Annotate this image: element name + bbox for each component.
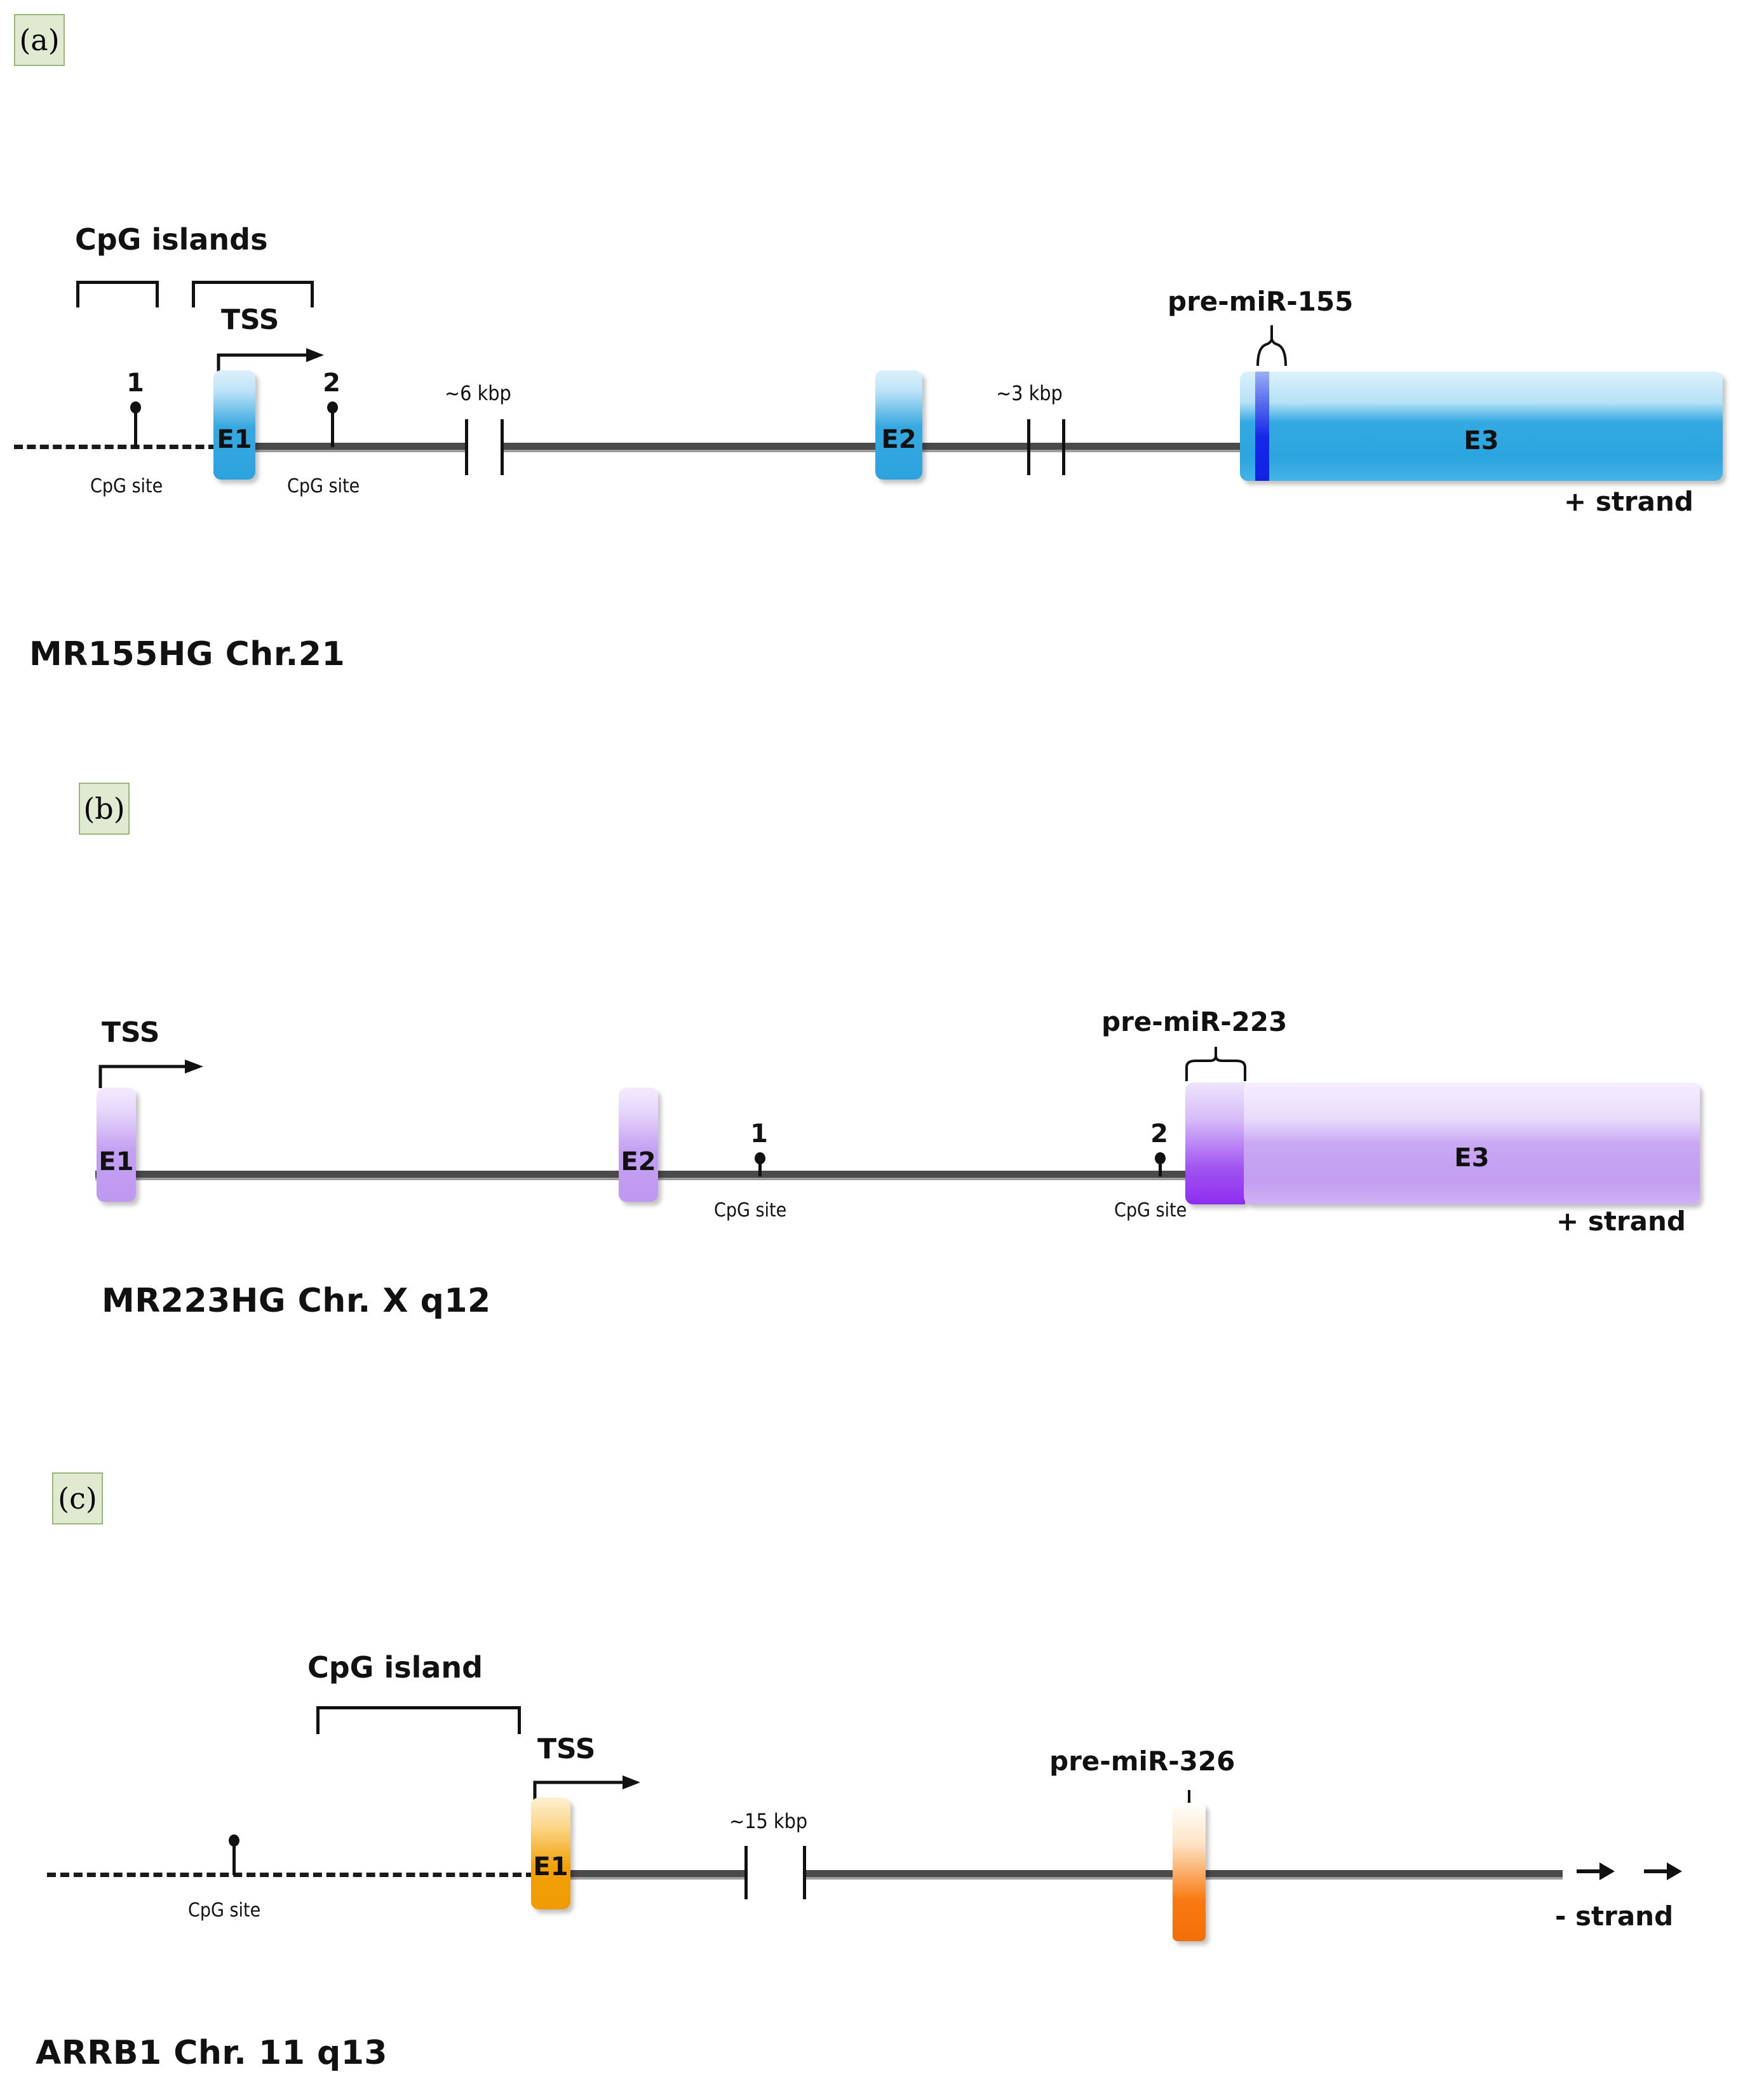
exon-box-a-e1: E1 — [213, 370, 255, 480]
intron-break-tick-a-1b — [501, 419, 504, 475]
cpg-site-caption-b-2: CpG site — [1114, 1199, 1187, 1222]
cpg-island-bracket-c — [316, 1706, 521, 1734]
intron-gap-label-a-1: ~6 kbp — [445, 381, 511, 405]
gene-title-b: MR223HG Chr. X q12 — [102, 1282, 491, 1320]
panel-badge-b-label: (b) — [83, 791, 125, 826]
intron-break-tick-c-a — [744, 1846, 748, 1899]
cpg-island-label-c: CpG island — [307, 1650, 483, 1685]
cpg-site-number-b-1: 1 — [750, 1119, 768, 1148]
intron-gap-label-c: ~15 kbp — [729, 1809, 808, 1833]
exon-label-a-e3: E3 — [1464, 426, 1499, 455]
cpg-site-head-c — [229, 1834, 239, 1847]
tss-label-b: TSS — [102, 1016, 160, 1049]
gene-title-a: MR155HG Chr.21 — [29, 635, 346, 673]
genomic-backbone-c-1 — [532, 1870, 746, 1880]
cpg-site-caption-c: CpG site — [188, 1899, 261, 1922]
exon-box-a-e2: E2 — [875, 370, 922, 480]
exon-label-b-e3: E3 — [1454, 1143, 1490, 1173]
cpg-site-stem-b-1 — [758, 1157, 762, 1176]
cpg-site-head-b-2 — [1155, 1152, 1166, 1164]
pre-mir-155-stripe — [1255, 372, 1269, 481]
cpg-site-caption-b-1: CpG site — [714, 1199, 787, 1222]
cpg-site-caption-a-1: CpG site — [90, 475, 163, 497]
strand-label-a: + strand — [1564, 486, 1693, 517]
pre-mir-brace-b — [1185, 1047, 1246, 1081]
exon-box-b-e2: E2 — [619, 1087, 658, 1202]
panel-badge-b: (b) — [79, 783, 130, 835]
tss-arrow-c — [533, 1775, 640, 1804]
tss-arrow-a — [217, 348, 324, 377]
exon-label-a-e2: E2 — [881, 425, 917, 454]
genomic-backbone-dashed-c — [47, 1873, 535, 1877]
tss-label-c: TSS — [537, 1733, 596, 1765]
genomic-backbone-a-1 — [215, 443, 466, 452]
intron-break-tick-a-2b — [1062, 419, 1065, 475]
pre-mir-326-segment — [1173, 1803, 1206, 1941]
cpg-site-number-a-2: 2 — [323, 368, 340, 398]
exon-label-b-e2: E2 — [621, 1147, 656, 1176]
intron-gap-label-a-2: ~3 kbp — [996, 381, 1063, 405]
cpg-site-stem-b-2 — [1159, 1157, 1162, 1176]
pre-mir-brace-a — [1256, 325, 1287, 367]
strand-arrow-c-2 — [1644, 1862, 1682, 1880]
cpg-site-stem-c — [232, 1840, 236, 1875]
cpg-island-bracket-a-2 — [192, 281, 314, 307]
gene-title-c: ARRB1 Chr. 11 q13 — [36, 2034, 388, 2072]
panel-badge-c-label: (c) — [58, 1481, 97, 1516]
pre-mir-label-c: pre-miR-326 — [1049, 1746, 1235, 1777]
strand-label-b: + strand — [1556, 1206, 1686, 1237]
pre-mir-label-a: pre-miR-155 — [1168, 286, 1354, 317]
cpg-site-number-b-2: 2 — [1150, 1119, 1168, 1148]
strand-label-c: - strand — [1555, 1901, 1674, 1932]
intron-break-tick-a-2a — [1027, 419, 1030, 475]
intron-break-tick-c-b — [803, 1846, 806, 1899]
cpg-site-caption-a-2: CpG site — [287, 475, 360, 497]
strand-arrow-c-1 — [1577, 1862, 1615, 1880]
cpg-island-bracket-a-1 — [76, 281, 159, 307]
exon-label-a-e1: E1 — [217, 425, 252, 454]
cpg-site-head-b-1 — [755, 1152, 765, 1164]
exon-box-c-e1: E1 — [531, 1798, 570, 1909]
panel-badge-c: (c) — [52, 1472, 103, 1525]
panel-badge-a: (a) — [14, 14, 65, 66]
panel-badge-a-label: (a) — [19, 23, 60, 57]
pre-mir-label-b: pre-miR-223 — [1101, 1006, 1288, 1037]
intron-break-tick-a-1a — [465, 419, 468, 475]
cpg-site-number-a-1: 1 — [126, 368, 144, 398]
cpg-site-stem-a-1 — [134, 407, 137, 447]
pre-mir-223-segment — [1185, 1082, 1245, 1204]
exon-box-b-e1: E1 — [97, 1087, 136, 1202]
exon-label-c-e1: E1 — [533, 1852, 569, 1881]
exon-box-b-e3: E3 — [1244, 1082, 1700, 1204]
exon-box-a-e3: E3 — [1240, 372, 1723, 481]
cpg-site-head-a-2 — [327, 401, 338, 414]
cpg-site-stem-a-2 — [331, 407, 334, 447]
genomic-backbone-dashed-a — [14, 445, 217, 449]
tss-arrow-b — [98, 1060, 203, 1088]
cpg-islands-label-a: CpG islands — [75, 222, 268, 257]
exon-label-b-e1: E1 — [98, 1147, 134, 1176]
cpg-site-head-a-1 — [130, 401, 141, 414]
tss-label-a: TSS — [221, 304, 279, 336]
